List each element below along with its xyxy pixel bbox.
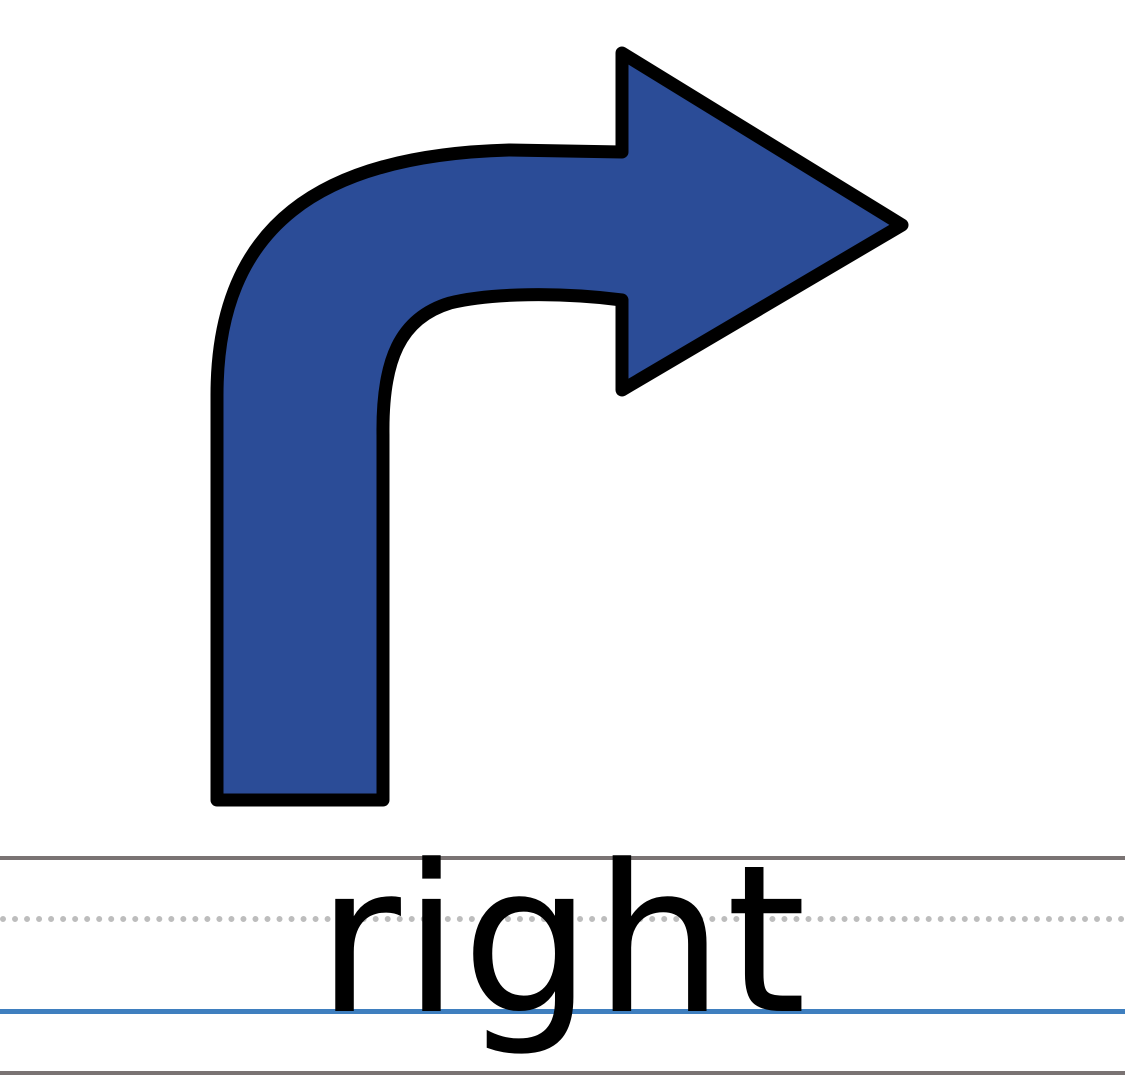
handwriting-bottom-line: [0, 1071, 1125, 1075]
handwriting-top-line: [0, 856, 1125, 860]
vocabulary-word: right: [316, 822, 809, 1060]
turn-right-arrow-shape: [210, 46, 909, 807]
turn-right-arrow-icon: [210, 46, 909, 807]
handwriting-baseline: [0, 1009, 1125, 1014]
handwriting-dotted-midline: [0, 916, 1125, 922]
